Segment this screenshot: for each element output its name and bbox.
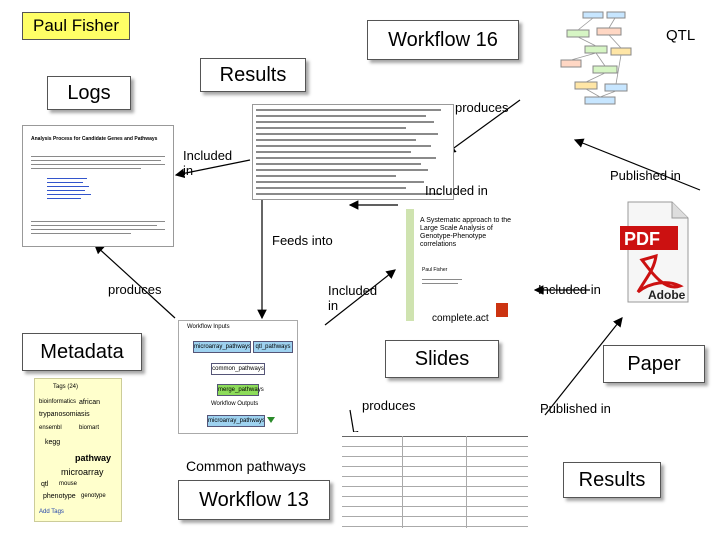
arrow-log-included-in-doc [174,159,251,179]
wf13-input2: qtl_pathways [253,341,293,353]
tag-0: bioinformatics [39,399,77,405]
tag-10: phenotype [43,493,76,500]
feeds-into-label: Feeds into [272,233,333,248]
slide-thumbnail: A Systematic approach to the Large Scale… [398,203,520,331]
tag-8: qtl [41,481,49,488]
slides-box: Slides [385,340,499,378]
wf13-input1: microarray_pathways [193,341,251,353]
tag-cloud-thumbnail: Tags (24) bioinformatics african trypano… [34,378,122,522]
wf13-inputs-header: Workflow Inputs [187,324,230,330]
results-top-label: Results [219,63,287,86]
metadata-label: Metadata [40,340,124,363]
slides-label: Slides [414,347,470,370]
common-pathways-label: Common pathways [186,458,306,474]
produces-left-label: produces [108,282,162,297]
qtl-workflow-thumbnail [555,10,645,106]
logs-label: Logs [67,81,111,104]
results-top-box: Results [200,58,306,92]
workflow13-box: Workflow 13 [178,480,330,520]
produces-top-label: produces [455,100,509,115]
included-in-left-text: Included in [183,148,233,178]
wf13-output-check-icon [267,417,275,423]
tag-9: mouse [59,481,78,487]
included-in-center-label: Included in [425,183,488,198]
workflow13-diagram-thumbnail: Workflow Inputs microarray_pathways qtl_… [178,320,298,434]
tag-1: african [79,399,101,406]
analysis-document-thumbnail: Analysis Process for Candidate Genes and… [22,125,174,247]
tag-2: trypanosomiasis [39,411,90,418]
slide-title: A Systematic approach to the Large Scale… [420,217,512,248]
slide-footer: complete.act [432,313,489,324]
wf13-node1: common_pathways [211,363,265,375]
doc-title: Analysis Process for Candidate Genes and… [31,136,158,142]
slide-logo-icon [496,303,508,317]
arrow-pdf-published-in-results [573,138,701,191]
results-bottom-label: Results [578,468,646,491]
qtl-label: QTL [666,27,696,44]
paper-label: Paper [627,352,681,375]
arrow-workflow13-produces-doc [94,244,176,319]
pdf-label: PDF [624,229,660,249]
author-name: Paul Fisher [33,16,119,35]
wf13-node2: merge_pathways [217,384,264,396]
workflow16-label: Workflow 16 [388,28,498,51]
included-in-middle-label: Included in [328,283,388,313]
results-bottom-box: Results [563,462,661,498]
tag-7: microarray [61,467,104,477]
tag-11: genotype [81,493,106,499]
metadata-box: Metadata [22,333,142,371]
slide-author: Paul Fisher [422,267,448,273]
logs-box: Logs [47,76,131,110]
results-table-thumbnail [338,432,532,532]
pdf-document-icon [620,201,689,303]
produces-bottom-label: produces [362,398,416,413]
tag-6: pathway [75,453,112,463]
pdf-brand: Adobe [648,288,686,302]
workflow-graph-icon [560,11,632,105]
published-in-bottom-label: Published in [540,401,611,416]
tag-3: ensembl [39,425,62,431]
workflow16-box: Workflow 16 [367,20,519,60]
included-in-left-label: Included in [183,148,241,178]
tag-4: biomart [79,425,100,431]
arrow-workflow16-produces-log [446,99,521,154]
log-output-thumbnail [252,104,454,200]
published-in-right-label: Published in [610,168,681,183]
author-label: Paul Fisher [22,12,130,40]
arrow-workflow13-included-in-slides [324,269,396,326]
tag-5: kegg [45,439,61,446]
included-in-right-label: Included in [538,282,601,297]
included-in-middle-text: Included in [328,283,378,313]
workflow13-label: Workflow 13 [199,488,309,511]
pdf-icon: PDF Adobe [620,200,690,304]
add-tags-link[interactable]: Add Tags [39,509,64,515]
paper-box: Paper [603,345,705,383]
tags-title: Tags (24) [53,384,79,390]
wf13-output1: microarray_pathways [207,415,265,427]
wf13-outputs-header: Workflow Outputs [211,401,259,407]
arrow-table-published-in-paper [544,317,623,416]
